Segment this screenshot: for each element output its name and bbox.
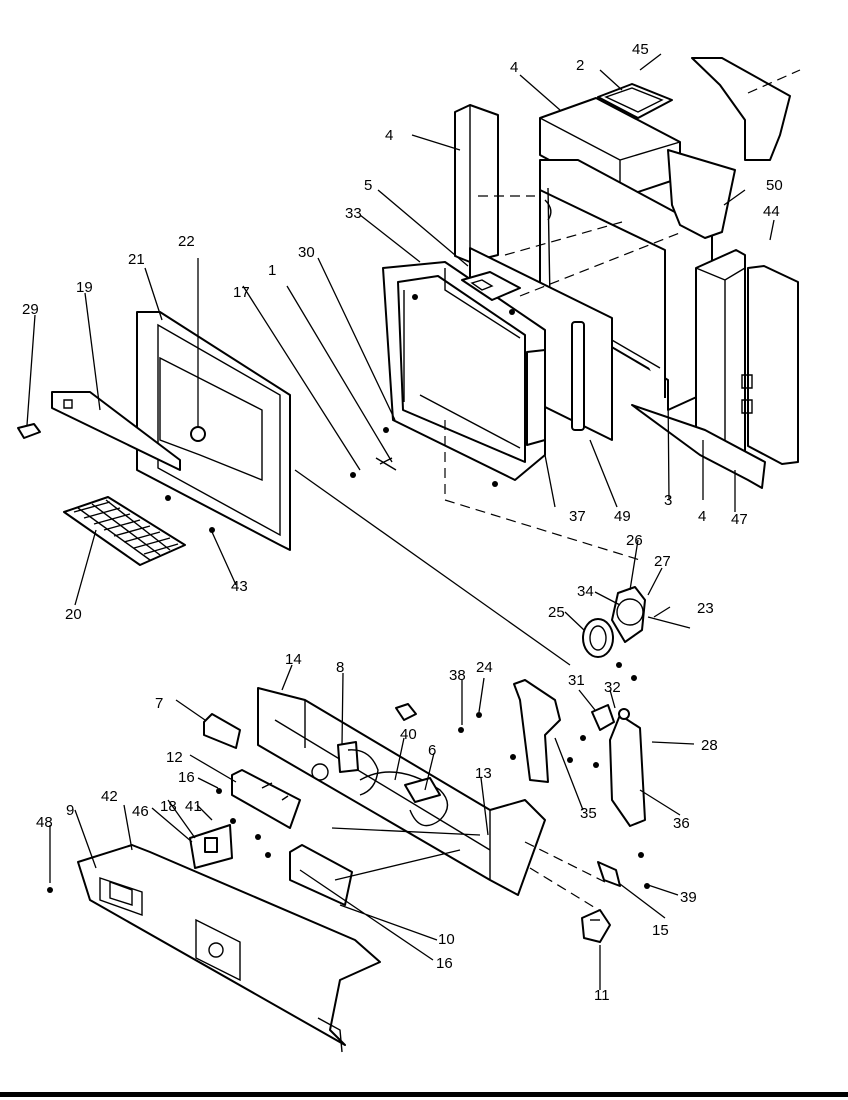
knob <box>581 909 611 943</box>
small-clip <box>17 423 41 439</box>
callout-29: 29 <box>22 301 39 318</box>
callout-17: 17 <box>233 284 250 301</box>
callout-11: 11 <box>594 987 610 1004</box>
callout-40: 40 <box>400 726 417 743</box>
callout-47: 47 <box>731 511 748 528</box>
coupling <box>395 703 417 721</box>
right-side-panel <box>741 265 799 465</box>
callout-34: 34 <box>577 583 594 600</box>
light-strip <box>51 391 181 471</box>
callout-24: 24 <box>476 659 493 676</box>
callout-38: 38 <box>449 667 466 684</box>
callout-46: 46 <box>132 803 149 820</box>
callout-33: 33 <box>345 205 362 222</box>
front-frame-panel <box>136 311 291 551</box>
callout-25: 25 <box>548 604 565 621</box>
callout-21: 21 <box>128 251 145 268</box>
callout-16: 16 <box>436 955 453 972</box>
switch-small <box>591 704 630 731</box>
wire-harness <box>359 771 449 827</box>
lever-right <box>609 714 646 827</box>
top-bracket <box>461 271 521 301</box>
front-control-panel <box>77 844 381 1053</box>
callout-22: 22 <box>178 233 195 250</box>
solenoid <box>203 713 241 749</box>
callout-20: 20 <box>65 606 82 623</box>
relay-box <box>231 769 301 829</box>
callout-39: 39 <box>680 889 697 906</box>
callout-45: 45 <box>632 41 649 58</box>
callout-30: 30 <box>298 244 315 261</box>
callout-9: 9 <box>66 802 74 819</box>
callout-2: 2 <box>576 57 584 74</box>
callout-50: 50 <box>766 177 783 194</box>
actuator-arm <box>611 586 646 643</box>
callout-14: 14 <box>285 651 302 668</box>
cam-clip <box>597 861 621 887</box>
callout-23: 23 <box>697 600 714 617</box>
module-box <box>289 844 353 906</box>
lever-left <box>513 679 561 783</box>
callout-6: 6 <box>428 742 436 759</box>
motor-cup <box>582 618 614 658</box>
vertical-channel <box>571 321 585 431</box>
callout-28: 28 <box>701 737 718 754</box>
callout-37: 37 <box>569 508 586 525</box>
callout-41: 41 <box>185 798 202 815</box>
callout-32: 32 <box>604 679 621 696</box>
callout-36: 36 <box>673 815 690 832</box>
callout-3: 3 <box>664 492 672 509</box>
callout-10: 10 <box>438 931 455 948</box>
grille-tray <box>63 496 186 566</box>
callout-43: 43 <box>231 578 248 595</box>
left-insulation-column <box>454 104 499 263</box>
dispenser-tray <box>257 687 546 896</box>
callout-18: 18 <box>160 798 177 815</box>
callout-19: 19 <box>76 279 93 296</box>
callout-26: 26 <box>626 532 643 549</box>
callout-15: 15 <box>652 922 669 939</box>
callout-1: 1 <box>268 262 276 279</box>
callout-8: 8 <box>336 659 344 676</box>
callout-48: 48 <box>36 814 53 831</box>
callout-16: 16 <box>178 769 195 786</box>
callout-7: 7 <box>155 695 163 712</box>
callout-35: 35 <box>580 805 597 822</box>
callout-44: 44 <box>763 203 780 220</box>
callout-27: 27 <box>654 553 671 570</box>
dispenser-housing-frame <box>382 261 546 487</box>
callout-4: 4 <box>698 508 706 525</box>
bottom-trim-strip <box>631 404 766 489</box>
light-bulb <box>190 258 206 442</box>
callout-4: 4 <box>385 127 393 144</box>
callout-5: 5 <box>364 177 372 194</box>
callout-12: 12 <box>166 749 183 766</box>
top-cover-panel <box>691 57 791 161</box>
switch-assembly <box>337 741 379 796</box>
callout-4: 4 <box>510 59 518 76</box>
callout-13: 13 <box>475 765 492 782</box>
control-bracket <box>189 824 233 869</box>
callout-42: 42 <box>101 788 118 805</box>
callout-31: 31 <box>568 672 585 689</box>
callout-49: 49 <box>614 508 631 525</box>
page-bottom-rule <box>0 1092 848 1097</box>
